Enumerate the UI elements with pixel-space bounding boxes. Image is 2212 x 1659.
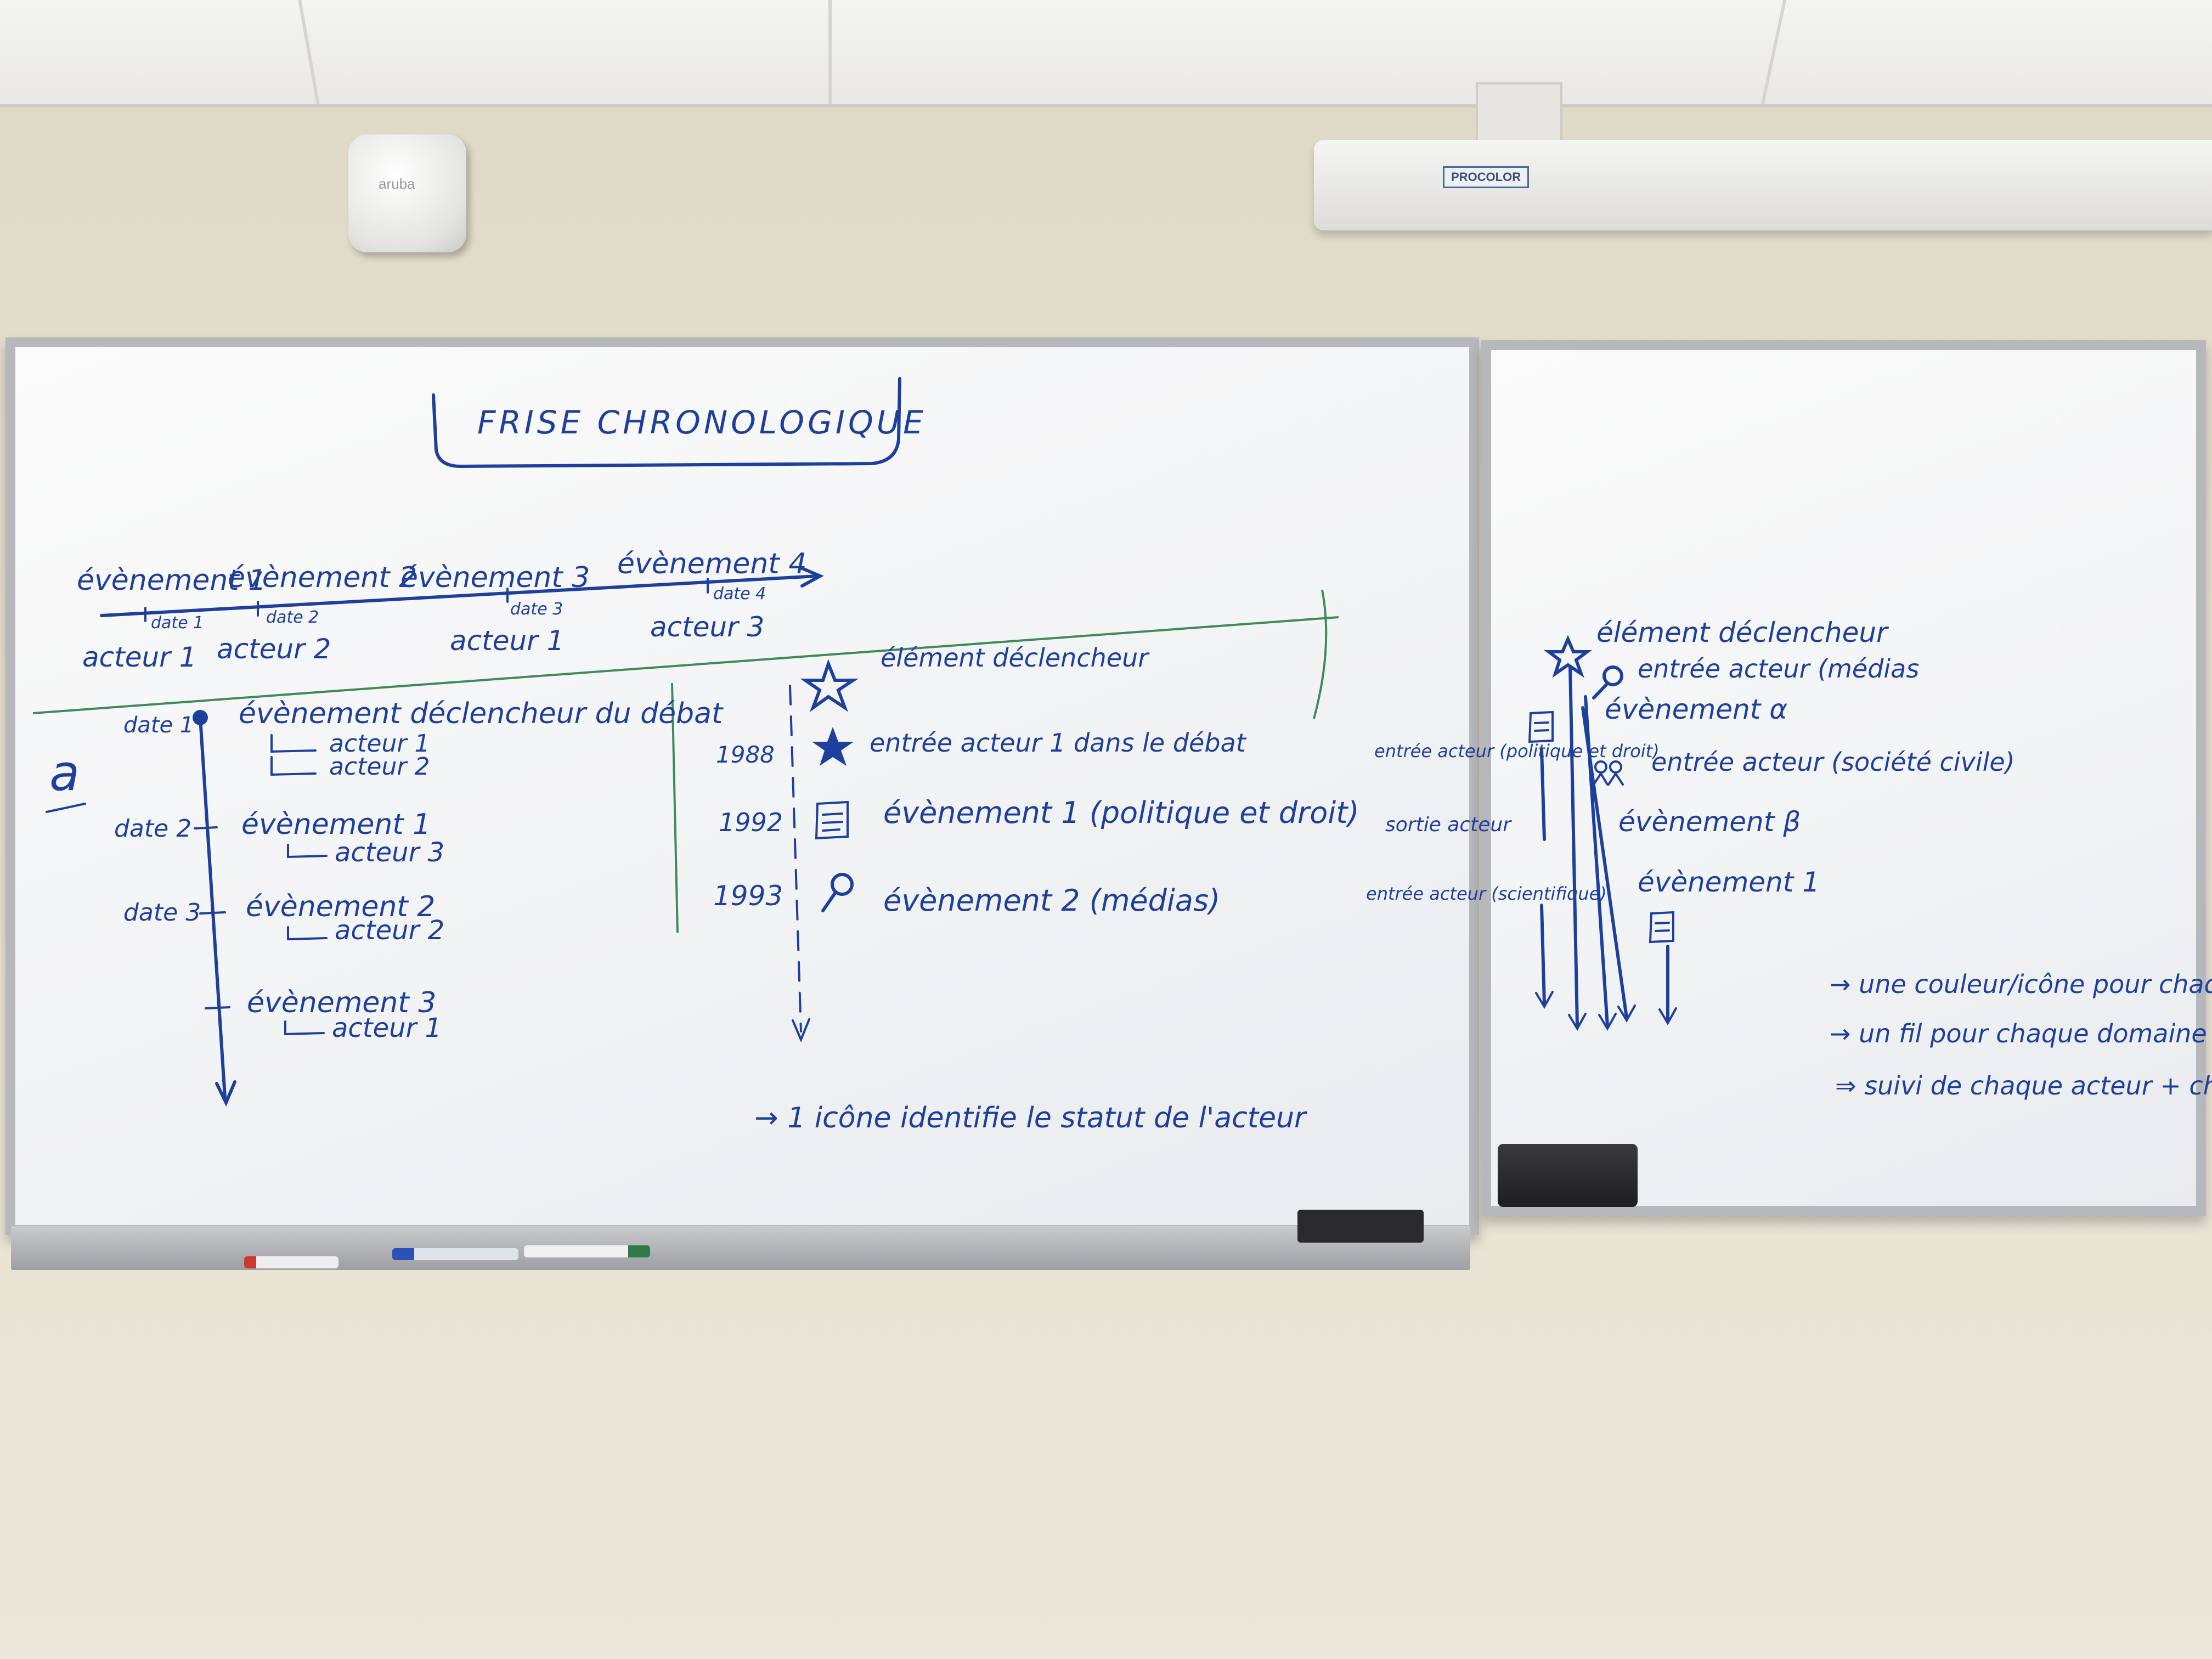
vt-branch-arrow <box>270 756 317 776</box>
vt-actor-4: acteur 1 <box>332 1013 442 1043</box>
vt-date-2: date 2 <box>114 815 191 843</box>
microphone-icon <box>821 873 854 912</box>
rb-item-2: entrée acteur (médias <box>1638 654 1919 684</box>
vt-branch-arrow <box>284 1020 325 1036</box>
scroll-icon <box>815 800 849 840</box>
top-actor-3: acteur 1 <box>450 625 564 657</box>
star-filled-icon <box>812 727 854 766</box>
rb-scroll-icon-2 <box>1649 911 1674 944</box>
side-mark-underline <box>46 803 86 813</box>
rb-scroll-icon <box>1528 710 1554 743</box>
whiteboard-left <box>5 337 1479 1235</box>
green-divider-right <box>1313 589 1328 719</box>
rb-item-4: entrée acteur (société civile) <box>1651 747 2015 777</box>
projector-screen-housing: PROCOLOR <box>1314 140 2212 230</box>
whiteboard-right <box>1481 340 2206 1216</box>
blue-marker[interactable] <box>392 1248 518 1260</box>
vertical-timeline-ticks <box>194 826 230 1009</box>
vt-actor-1a: acteur 1 <box>329 730 430 758</box>
top-timeline-axis <box>100 574 819 617</box>
icon-timeline-axis <box>789 685 802 1032</box>
rb-note-2: → un fil pour chaque domaine <box>1830 1019 2207 1048</box>
vt-actor-3: acteur 2 <box>335 915 444 946</box>
it-text-1: élément déclencheur <box>881 643 1150 673</box>
top-event-2: évènement 2 <box>228 561 417 594</box>
wifi-brand-label: aruba <box>379 176 415 192</box>
top-actor-1: acteur 1 <box>82 641 196 673</box>
top-date-1: date 1 <box>151 613 204 633</box>
rb-margin-note-3: entrée acteur (scientifique) <box>1366 883 1607 904</box>
top-date-2: date 2 <box>266 608 319 627</box>
vertical-timeline-axis <box>199 716 227 1099</box>
rb-domain-threads <box>1540 665 1669 1028</box>
star-outline-icon <box>800 659 859 713</box>
rb-star-outline-icon <box>1544 635 1592 678</box>
top-event-3: évènement 3 <box>400 561 590 594</box>
rb-note-1: → une couleur/icône pour chaque acteur <box>1830 969 2212 999</box>
whiteboard-eraser[interactable] <box>1297 1210 1424 1243</box>
vt-date-3: date 3 <box>123 899 201 927</box>
vt-branch-arrow <box>287 844 328 859</box>
green-divider-top <box>32 616 1339 714</box>
vt-event-3: évènement 2 <box>246 890 435 923</box>
vt-branch-arrow <box>287 926 328 941</box>
rb-margin-note-1: entrée acteur (politique et droit) <box>1374 741 1660 761</box>
ceiling-tile-seam <box>828 0 832 104</box>
rb-item-6: évènement 1 <box>1638 866 1820 898</box>
top-timeline-arrowhead <box>799 566 824 588</box>
projector-brand-label: PROCOLOR <box>1443 166 1530 188</box>
icon-note: → 1 icône identifie le statut de l'acteu… <box>754 1102 1308 1135</box>
rb-item-3: évènement α <box>1605 693 1787 725</box>
vt-branch-arrow <box>270 734 317 753</box>
top-event-1: évènement 1 <box>77 564 266 597</box>
it-year-2: 1988 <box>716 741 775 768</box>
top-actor-2: acteur 2 <box>217 633 331 665</box>
vt-event-4: évènement 3 <box>247 986 436 1019</box>
top-actor-4: acteur 3 <box>650 611 764 643</box>
vt-date-1: date 1 <box>123 713 194 738</box>
ceiling <box>0 0 2212 108</box>
rb-margin-note-2: sortie acteur <box>1385 814 1512 836</box>
rb-item-5: évènement β <box>1618 806 1801 838</box>
vertical-timeline-arrowhead <box>215 1080 236 1107</box>
eraser-holder <box>1498 1144 1638 1207</box>
it-year-4: 1993 <box>713 880 783 912</box>
vt-event-1: évènement déclencheur du débat <box>239 697 724 730</box>
rb-thread-arrowheads <box>1535 991 1677 1031</box>
rb-note-3: ⇒ suivi de chaque acteur + chaque domain… <box>1835 1071 2212 1101</box>
it-text-4: évènement 2 (médias) <box>883 883 1220 918</box>
side-mark: a <box>49 744 80 802</box>
title-frame <box>432 377 901 469</box>
icon-timeline-arrowhead <box>792 1018 810 1043</box>
rb-item-1: élément déclencheur <box>1596 617 1889 648</box>
vt-actor-2: acteur 3 <box>335 837 444 868</box>
green-divider-left <box>671 682 679 933</box>
wifi-access-point: aruba <box>348 134 466 252</box>
rb-people-icon <box>1593 760 1624 786</box>
it-year-3: 1992 <box>719 808 783 837</box>
title-text: FRISE CHRONOLOGIQUE <box>477 404 927 441</box>
red-marker[interactable] <box>244 1256 338 1268</box>
top-event-4: évènement 4 <box>617 548 806 580</box>
it-text-2: entrée acteur 1 dans le débat <box>870 728 1247 758</box>
top-timeline-ticks <box>144 578 709 622</box>
it-text-3: évènement 1 (politique et droit) <box>883 795 1359 830</box>
rb-microphone-icon <box>1592 665 1623 699</box>
green-marker[interactable] <box>524 1245 650 1257</box>
vt-event-2: évènement 1 <box>241 808 431 841</box>
top-date-4: date 4 <box>713 584 766 603</box>
vt-actor-1b: acteur 2 <box>329 753 430 781</box>
top-date-3: date 3 <box>510 600 563 619</box>
